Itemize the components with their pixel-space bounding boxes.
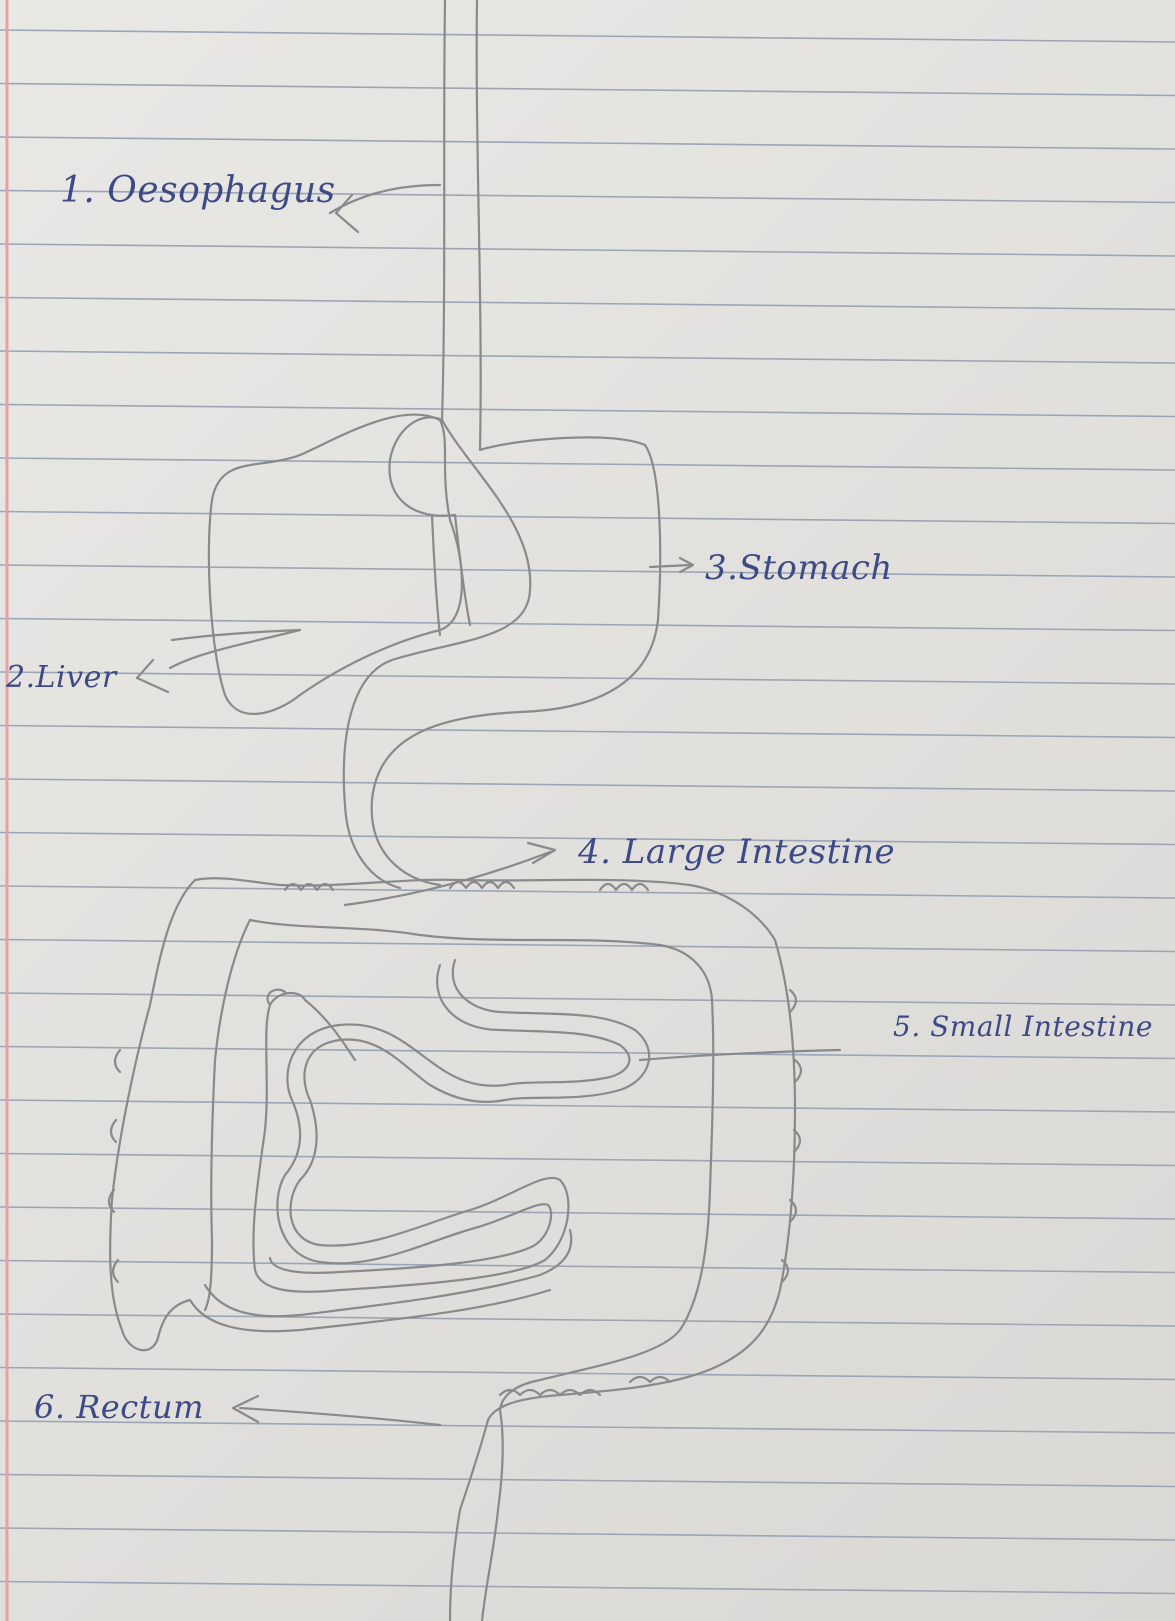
oesophagus-shape: [442, 0, 481, 450]
rectum-label: 6. Rectum: [34, 1388, 204, 1426]
liver-shape: [209, 415, 470, 714]
liver-label: 2.Liver: [6, 660, 117, 695]
small-intestine-shape: [190, 960, 649, 1331]
stomach-shape: [344, 417, 660, 888]
leader-lines: [137, 185, 840, 1425]
stomach-label: 3.Stomach: [705, 548, 893, 588]
large-intestine-label: 4. Large Intestine: [578, 832, 895, 872]
large-intestine-shape: [109, 878, 801, 1621]
oesophagus-label: 1. Oesophagus: [60, 170, 336, 211]
small-intestine-label: 5. Small Intestine: [893, 1010, 1153, 1043]
